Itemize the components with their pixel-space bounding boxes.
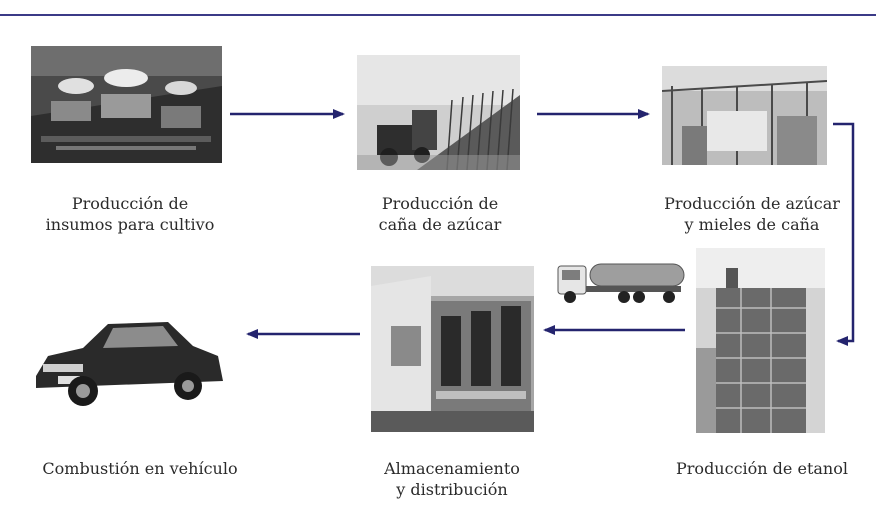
caption-step-1-line-2: insumos para cultivo <box>45 215 215 234</box>
sugarcane-harvest-photo-icon <box>357 55 520 170</box>
caption-step-2: Producción de caña de azúcar <box>345 193 535 235</box>
car-photo-icon <box>28 306 227 417</box>
factory-photo-icon <box>31 46 222 163</box>
caption-step-3: Producción de azúcar y mieles de caña <box>652 193 852 235</box>
caption-step-2-line-1: Producción de <box>381 194 499 213</box>
caption-step-6: Combustión en vehículo <box>30 458 250 479</box>
fuel-pump-photo-icon <box>371 266 534 432</box>
sugar-mill-photo-icon <box>662 66 827 165</box>
caption-step-4-line-1: Producción de etanol <box>676 459 848 478</box>
caption-step-5-line-1: Almacenamiento <box>384 459 520 478</box>
caption-step-3-line-2: y mieles de caña <box>684 215 820 234</box>
caption-step-1: Producción de insumos para cultivo <box>30 193 230 235</box>
caption-step-3-line-1: Producción de azúcar <box>664 194 840 213</box>
caption-step-1-line-1: Producción de <box>71 194 189 213</box>
arrow-3-to-4 <box>833 122 855 346</box>
caption-step-5: Almacenamiento y distribución <box>357 458 547 500</box>
top-rule <box>0 14 876 16</box>
caption-step-6-line-1: Combustión en vehículo <box>42 459 238 478</box>
tanker-truck-photo-icon <box>554 258 687 305</box>
ethanol-plant-photo-icon <box>696 248 825 433</box>
caption-step-4: Producción de etanol <box>662 458 862 479</box>
caption-step-2-line-2: caña de azúcar <box>378 215 502 234</box>
caption-step-5-line-2: y distribución <box>396 480 508 499</box>
